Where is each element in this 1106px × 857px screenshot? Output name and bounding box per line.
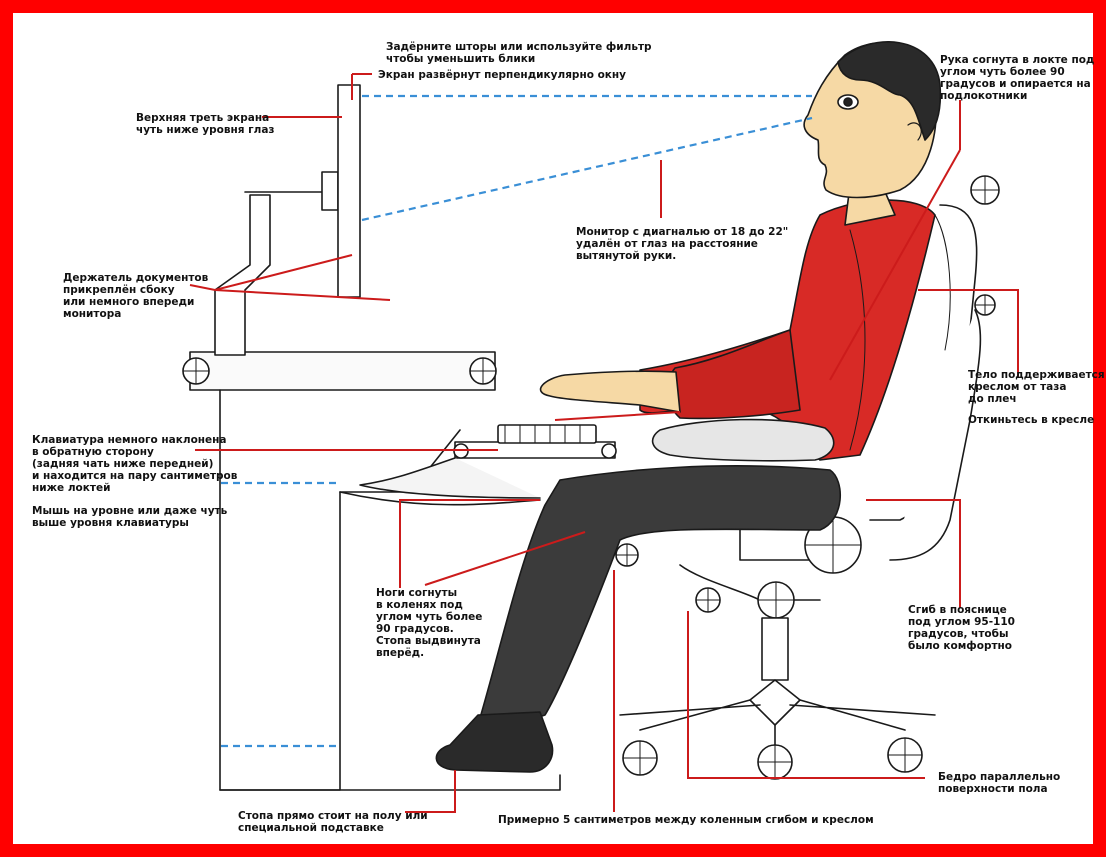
label-foot: Стопа прямо стоит на полу или специально… — [238, 810, 428, 834]
label-keyboard: Клавиатура немного наклонена в обратную … — [32, 434, 238, 494]
leader-lines — [189, 73, 1019, 813]
label-knee-gap: Примерно 5 сантиметров между коленным сг… — [498, 814, 874, 826]
keyboard — [359, 424, 617, 499]
label-mouse: Мышь на уровне или даже чуть выше уровня… — [32, 505, 228, 529]
label-body-support: Тело поддерживается креслом от таза до п… — [968, 369, 1105, 405]
desk — [182, 351, 561, 791]
monitor — [214, 84, 361, 356]
label-lumbar: Сгиб в пояснице под углом 95-110 градусо… — [908, 604, 1015, 652]
label-thigh: Бедро параллельно поверхности пола — [938, 771, 1061, 795]
label-screen-perpendicular: Экран развёрнут перпендикулярно окну — [378, 69, 627, 81]
label-doc-holder: Держатель документов прикреплён сбоку ил… — [63, 272, 209, 320]
label-screen-top: Верхняя треть экрана чуть ниже уровня гл… — [136, 112, 275, 136]
label-blinds: Задёрните шторы или используйте фильтр ч… — [386, 41, 652, 65]
label-monitor: Монитор с диагналью от 18 до 22" удалён … — [576, 226, 789, 262]
label-legs: Ноги согнуты в коленях под углом чуть бо… — [376, 587, 483, 659]
label-lean-back: Откиньтесь в кресле — [968, 414, 1095, 426]
label-arm-bent: Рука согнута в локте под углом чуть боле… — [940, 54, 1095, 102]
person — [435, 41, 951, 773]
